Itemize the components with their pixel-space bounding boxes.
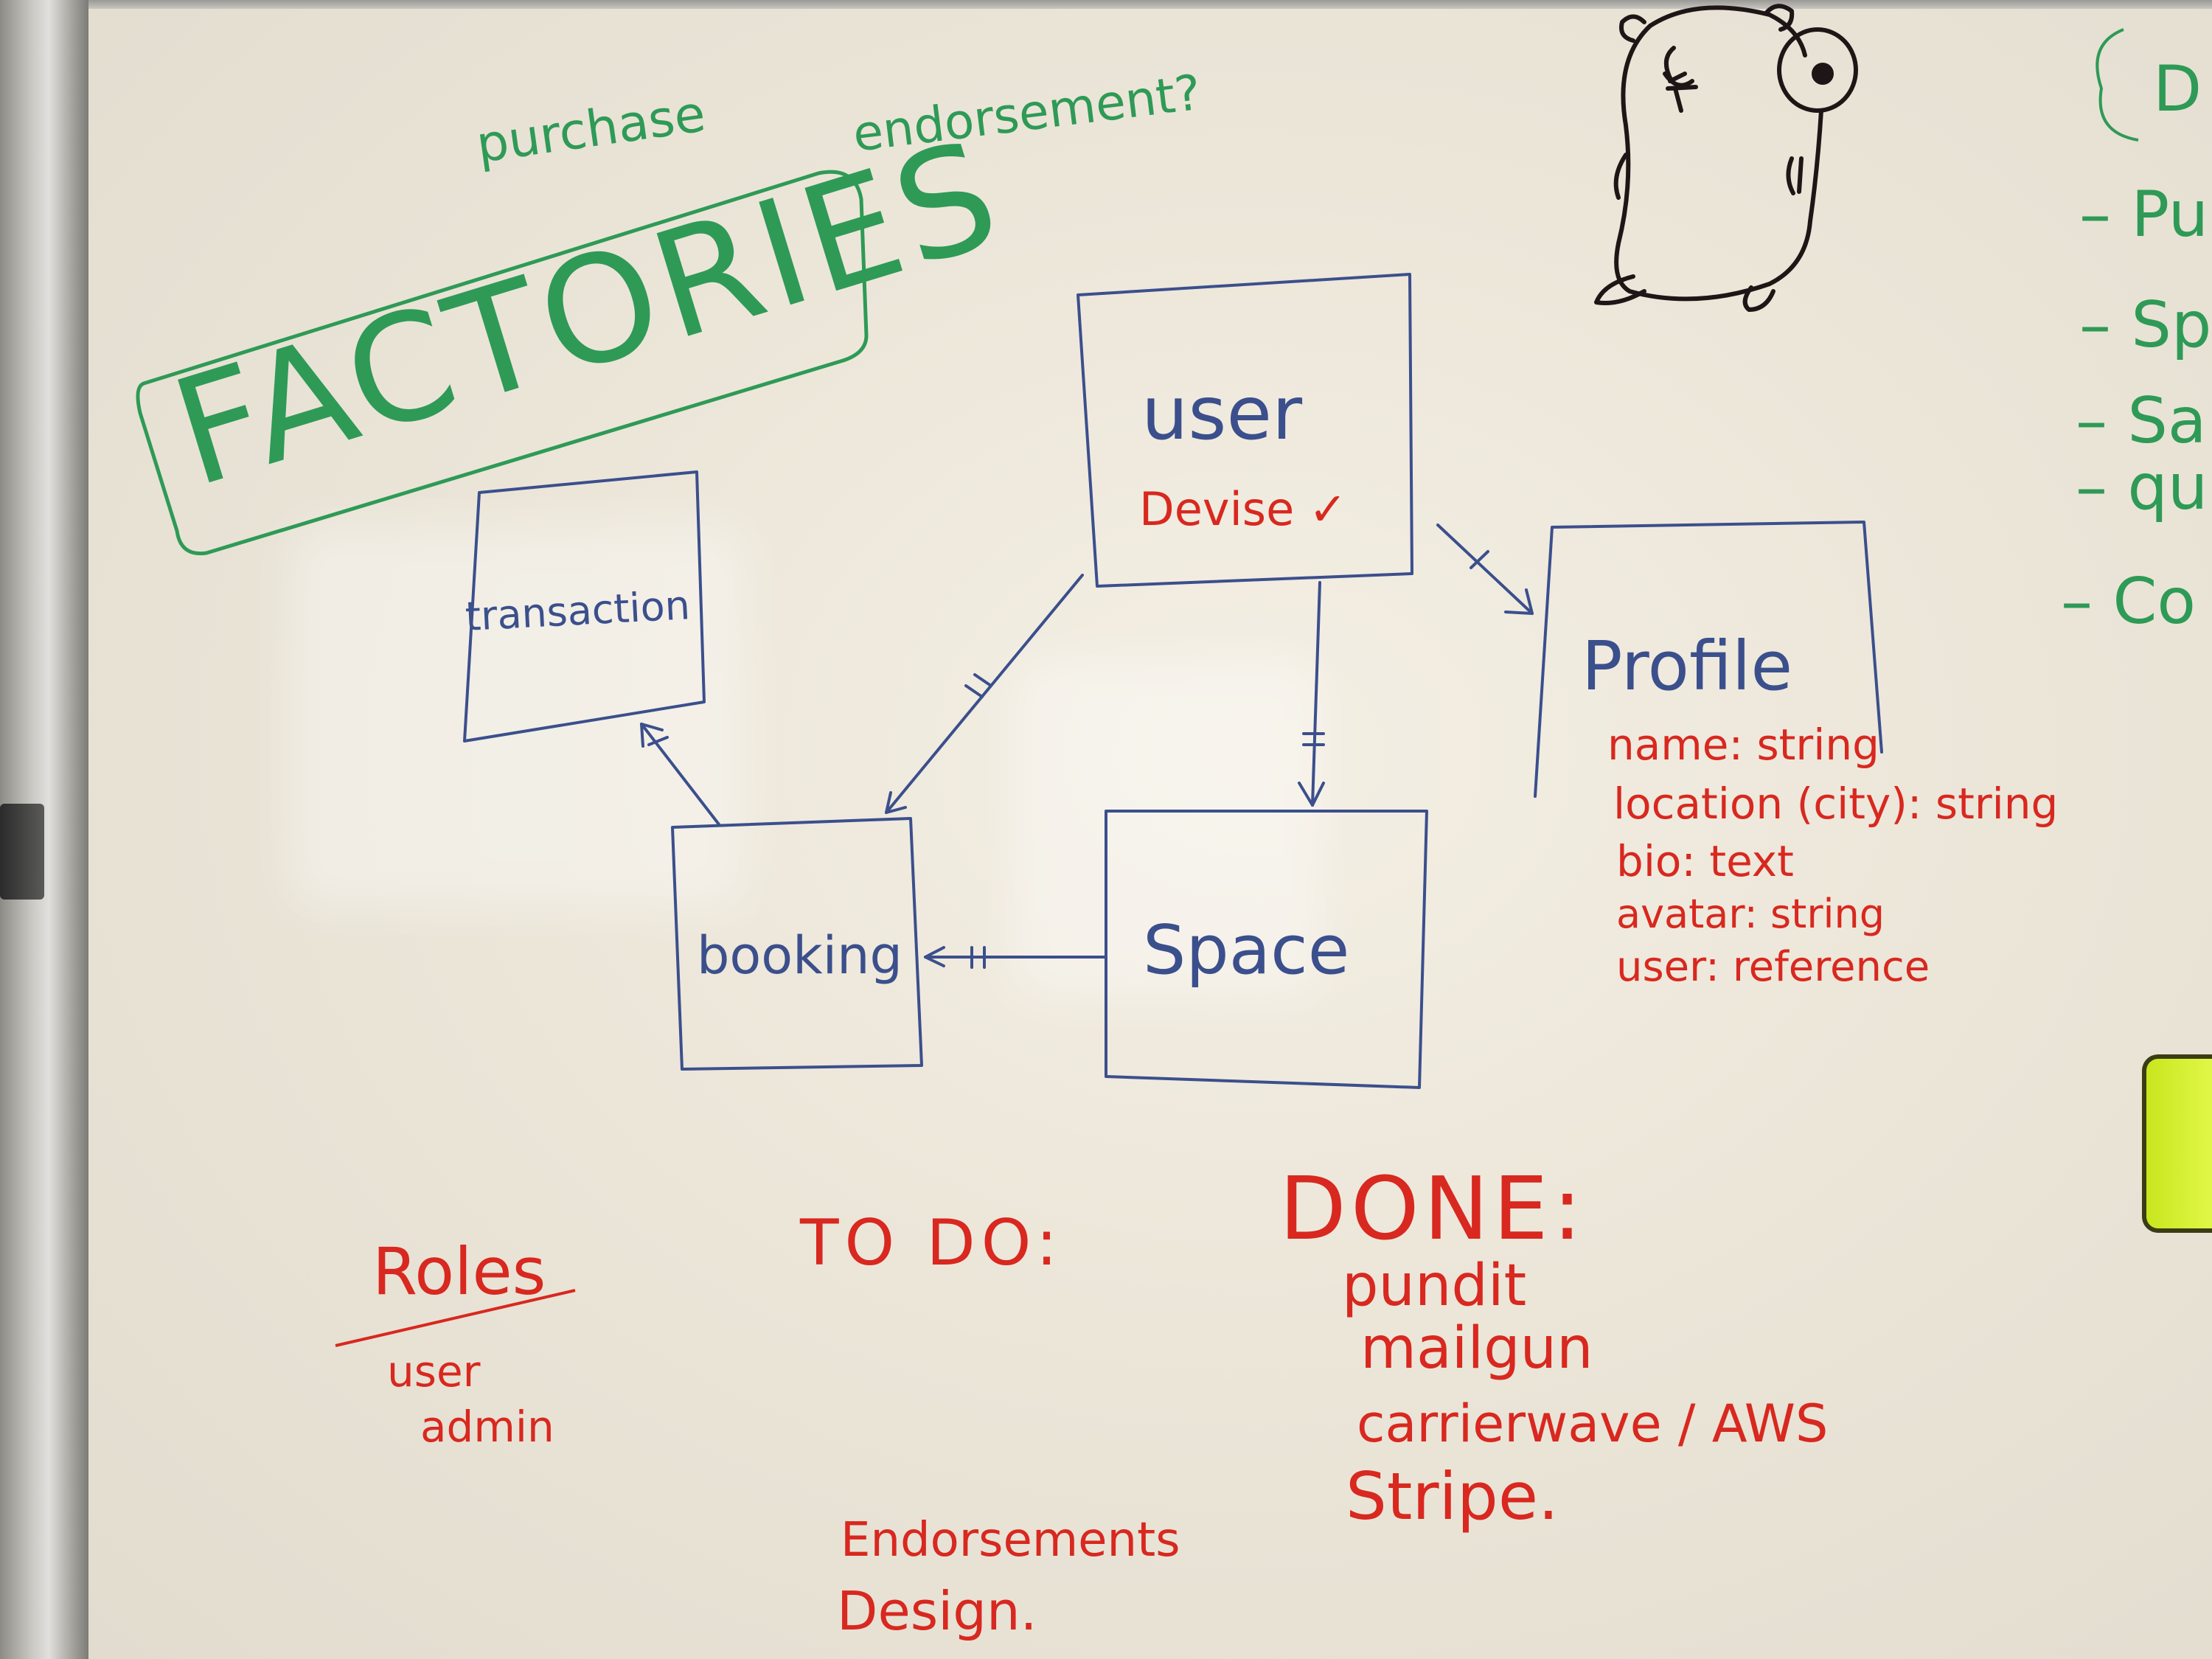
profile-field: location (city): string <box>1613 779 2058 829</box>
factories-group: FACTORIES <box>136 108 1020 556</box>
roles-item: admin <box>420 1402 554 1452</box>
space-entity-box <box>1105 810 1428 1089</box>
booking-transaction-relation <box>640 723 720 826</box>
right-edge-item: – Sal <box>2076 384 2212 458</box>
todo-item: Endorsements <box>841 1513 1180 1568</box>
whiteboard-frame-top <box>0 0 2212 10</box>
right-edge-heading: D <box>2153 52 2202 126</box>
roles-heading: Roles <box>372 1234 546 1310</box>
done-item: pundit <box>1342 1253 1526 1319</box>
user-space-relation <box>1311 581 1321 807</box>
booking-entity-label: booking <box>697 925 902 986</box>
right-edge-item: – Spa <box>2079 288 2212 362</box>
right-edge-list: D – Pu – Spa – Sal – qu – Co <box>2061 28 2212 639</box>
done-heading: DONE: <box>1279 1158 1586 1259</box>
whiteboard-eraser <box>2142 1054 2212 1233</box>
endorsement-question-note: endorsement? <box>850 64 1204 163</box>
whiteboard <box>83 9 2212 1659</box>
profile-entity-label: Profile <box>1582 627 1792 706</box>
done-item: carrierwave / AWS <box>1357 1394 1828 1454</box>
profile-entity-box <box>1534 521 1883 798</box>
transaction-entity-label: transaction <box>464 582 691 640</box>
purchase-note: purchase <box>473 85 709 175</box>
right-edge-item: – Pu <box>2079 178 2208 251</box>
done-item: Stripe. <box>1346 1458 1559 1534</box>
todo-heading: TO DO: <box>799 1206 1063 1280</box>
light-glare <box>289 525 746 908</box>
board-clip <box>0 804 44 900</box>
user-entity-label: user <box>1141 370 1303 456</box>
todo-item: Design. <box>837 1580 1037 1642</box>
profile-field: user: reference <box>1616 943 1930 991</box>
red-notes: Devise ✓ name: string location (city): s… <box>335 482 2058 1642</box>
roles-item: user <box>387 1346 481 1397</box>
profile-field: bio: text <box>1616 836 1794 886</box>
roles-underline <box>335 1289 576 1347</box>
user-profile-relation <box>1436 524 1534 615</box>
transaction-entity-box <box>463 470 706 742</box>
devise-note: Devise ✓ <box>1139 482 1347 536</box>
profile-field: name: string <box>1607 720 1879 770</box>
light-glare <box>1012 658 1321 997</box>
space-entity-label: Space <box>1143 911 1349 990</box>
gopher-doodle <box>1594 4 1858 312</box>
right-edge-item: – qu <box>2076 451 2208 524</box>
user-entity-box <box>1077 273 1413 588</box>
profile-field: avatar: string <box>1616 891 1885 937</box>
user-booking-relation <box>885 574 1084 814</box>
factories-label: FACTORIES <box>156 108 1020 521</box>
booking-entity-box <box>671 817 923 1071</box>
done-item: mailgun <box>1360 1315 1593 1382</box>
entity-labels: user Profile transaction booking Space <box>464 370 1792 990</box>
er-diagram <box>463 273 1883 1089</box>
right-edge-item: – Co <box>2061 565 2196 639</box>
